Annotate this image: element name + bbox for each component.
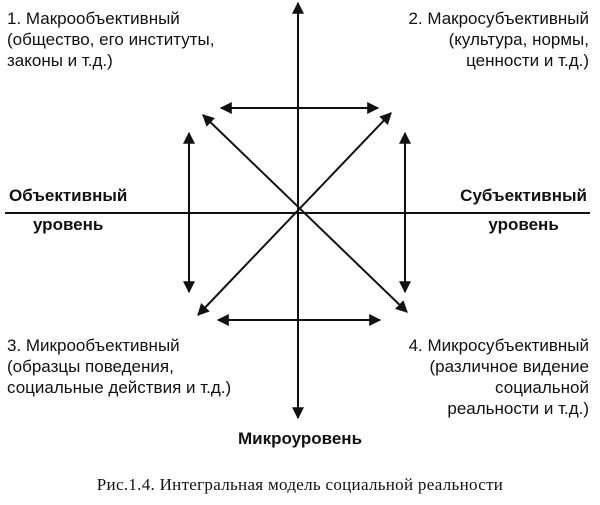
left-axis-label: Объективный уровень [9, 185, 127, 236]
quadrant-3-line-2: (образцы поведения, [7, 357, 174, 376]
quadrant-4-title: 4. Микросубъективный [408, 336, 589, 355]
right-axis-line-1: Субъективный [460, 186, 587, 205]
diagonal-arrow-ne-sw [197, 112, 392, 316]
figure-caption: Рис.1.4. Интегральная модель социальной … [96, 475, 504, 494]
bottom-axis-label: Микроуровень [237, 429, 363, 448]
quadrant-4-line-2: (различное видение [429, 357, 589, 376]
quadrant-2-label: 2. Макросубъективный (культура, нормы, ц… [408, 8, 589, 71]
left-axis-line-1: Объективный [9, 186, 128, 205]
quadrant-2-line-2: (культура, нормы, [448, 30, 589, 49]
left-axis-line-2: уровень [32, 215, 104, 234]
quadrant-4-line-4: реальности и т.д.) [447, 399, 589, 418]
quadrant-1-line-2: (общество, его институты, [7, 30, 215, 49]
quadrant-3-label: 3. Микрообъективный (образцы поведения, … [7, 335, 231, 398]
quadrant-2-title: 2. Макросубъективный [408, 9, 589, 28]
quadrant-3-line-3: социальные действия и т.д.) [7, 378, 232, 397]
right-axis-label: Субъективный уровень [460, 185, 587, 236]
quadrant-2-line-3: ценности и т.д.) [466, 51, 589, 70]
quadrant-1-label: 1. Макрообъективный (общество, его инсти… [7, 8, 214, 71]
quadrant-4-line-3: социальной [495, 378, 589, 397]
right-axis-line-2: уровень [488, 215, 559, 234]
quadrant-1-title: 1. Макрообъективный [7, 9, 180, 28]
quadrant-1-line-3: законы и т.д.) [7, 51, 113, 70]
quadrant-4-label: 4. Микросубъективный (различное видение … [409, 335, 589, 419]
quadrant-3-title: 3. Микрообъективный [7, 336, 180, 355]
